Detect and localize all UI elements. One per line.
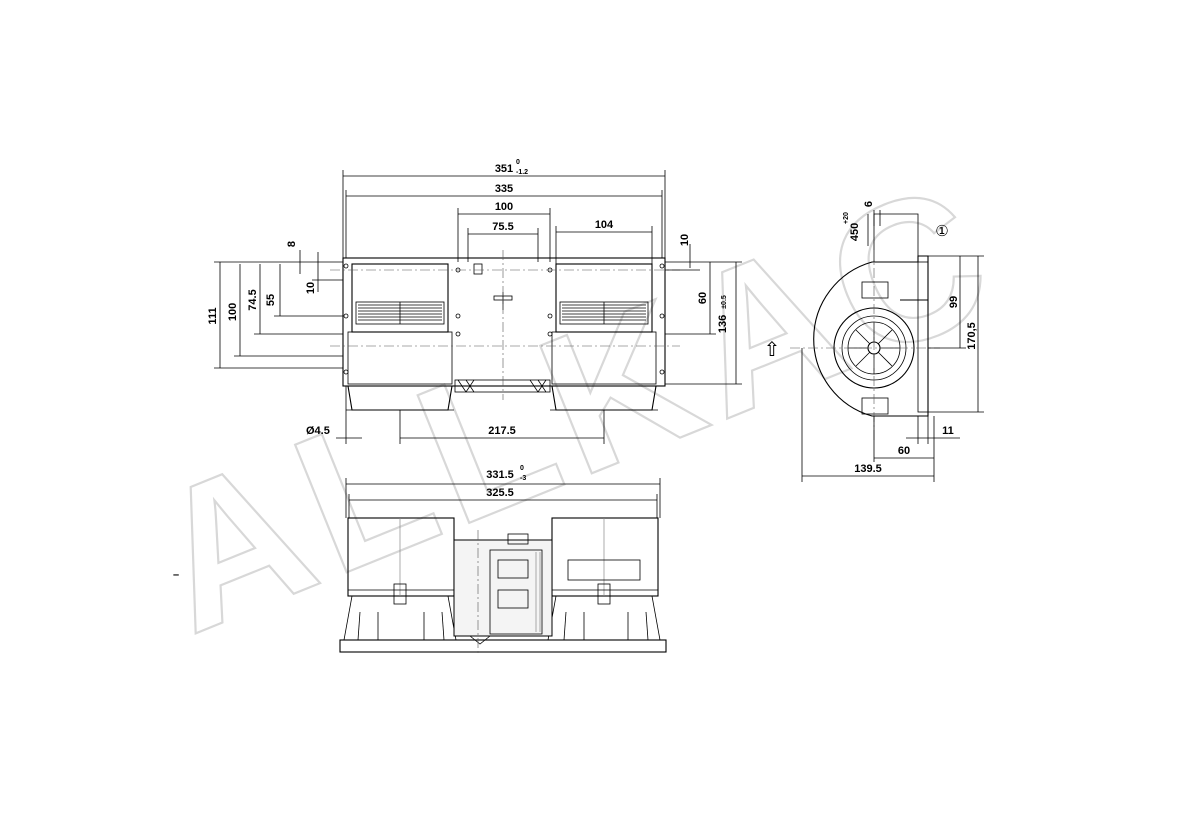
callout-1: ① xyxy=(935,222,948,240)
dim-top-offset-right: 10 xyxy=(679,234,691,246)
dim-cable-tol: +20 xyxy=(843,212,850,224)
left-impeller-blades xyxy=(358,302,442,324)
dim-side-offset-left: 8 xyxy=(286,241,298,247)
dim-width-331-5: 331.5 xyxy=(486,469,514,481)
dim-right-fan: 104 xyxy=(595,219,614,231)
side-bottom-clip xyxy=(861,397,889,415)
dim-hole-dia: Ø4.5 xyxy=(306,425,330,437)
side-cable-tab xyxy=(873,213,919,262)
dim-height-111: 111 xyxy=(207,307,219,324)
top-motor xyxy=(453,539,553,637)
dim-height-74-5: 74.5 xyxy=(247,289,259,310)
top-base-fins xyxy=(357,611,649,641)
dim-hole-spacing: 335 xyxy=(495,183,513,195)
watermark-text: ALLKAC xyxy=(124,138,1025,675)
rotation-arrow-icon: ⇧ xyxy=(764,337,781,361)
dim-bottom-60: 60 xyxy=(898,445,910,457)
side-scroll-housing xyxy=(813,255,929,417)
dim-overall-width-tol-upper: 0 xyxy=(516,159,520,166)
top-view: 331.5 0 -3 325.5 – xyxy=(173,465,667,656)
dim-height-170-5: 170,5 xyxy=(966,322,978,350)
dim-depth-139-5: 139.5 xyxy=(854,463,882,475)
dim-width-331-5-tol-upper: 0 xyxy=(520,465,524,472)
front-view: 351 0 -1.2 335 100 75.5 104 111 100 74.5… xyxy=(207,159,742,444)
top-right-label-plate xyxy=(567,559,641,581)
dim-height-10: 10 xyxy=(305,282,317,294)
dim-bottom-11: 11 xyxy=(942,425,954,437)
dim-width-325-5: 325.5 xyxy=(486,487,514,499)
dim-center-span: 100 xyxy=(495,201,513,213)
dim-cable: 450 xyxy=(849,223,861,241)
connector xyxy=(473,263,483,275)
left-lower-housing xyxy=(347,331,453,385)
dim-width-331-5-tol-lower: -3 xyxy=(520,475,526,482)
dim-inner-span: 75.5 xyxy=(492,221,513,233)
dim-right-136: 136 xyxy=(717,315,729,333)
top-right-clip xyxy=(597,583,611,605)
front-plate xyxy=(342,257,666,387)
dim-outlet-spacing: 217.5 xyxy=(488,425,516,437)
dim-overall-width-tol-lower: -1.2 xyxy=(516,169,528,176)
dim-right-60: 60 xyxy=(697,292,709,304)
side-view: 450 +20 6 99 170,5 11 60 139.5 ① ⇧ xyxy=(764,201,984,482)
side-top-clip xyxy=(861,281,889,299)
dim-height-99: 99 xyxy=(948,296,960,308)
watermark: ALLKAC xyxy=(123,137,1027,676)
right-lower-housing xyxy=(551,331,657,385)
dim-height-100: 100 xyxy=(227,303,239,321)
dim-right-136-tol: ±0.5 xyxy=(721,295,728,309)
dim-overall-width: 351 xyxy=(495,163,513,175)
right-impeller-blades xyxy=(562,302,646,324)
motor-base xyxy=(454,379,551,393)
dim-height-55: 55 xyxy=(265,294,277,306)
minus-mark: – xyxy=(173,569,179,581)
top-left-clip xyxy=(393,583,407,605)
top-base-plate xyxy=(339,639,667,653)
dim-top-6: 6 xyxy=(863,201,875,207)
